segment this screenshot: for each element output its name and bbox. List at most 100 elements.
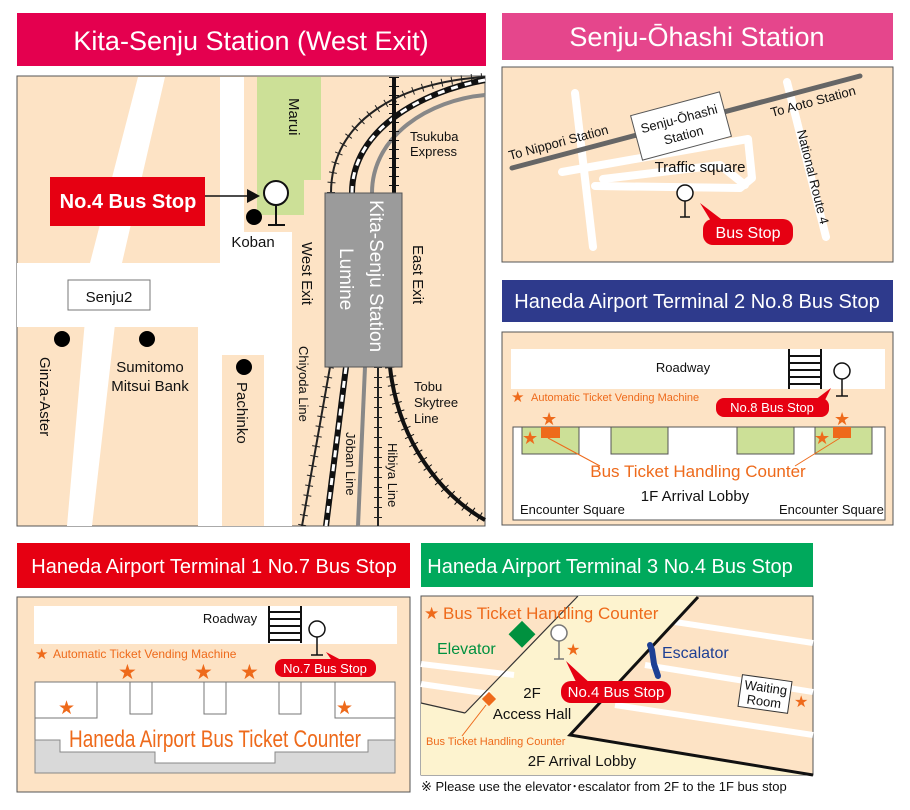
- no4-bus-stop-label: No.4 Bus Stop: [60, 191, 197, 213]
- access-hall-label-1: 2F: [523, 685, 541, 702]
- arrival-lobby-label: 2F Arrival Lobby: [528, 753, 637, 770]
- marui-label: Marui: [285, 98, 302, 136]
- counter-top-label: Bus Ticket Handling Counter: [443, 604, 659, 623]
- ginza-aster-label: Ginza-Aster: [36, 357, 53, 436]
- bus-stop-label: Bus Stop: [716, 225, 781, 242]
- hibiya-line-label: Hibiya Line: [385, 443, 400, 507]
- tobu-label-1: Tobu: [414, 379, 442, 394]
- bank-label-2: Mitsui Bank: [111, 378, 189, 395]
- bus-stop-icon: [550, 624, 568, 660]
- star-icon: ★: [118, 661, 137, 684]
- star-icon: ★: [794, 694, 808, 711]
- terminal3-title: Haneda Airport Terminal 3 No.4 Bus Stop: [427, 556, 792, 578]
- bank-label-1: Sumitomo: [116, 359, 184, 376]
- no4-bus-stop-label: No.4 Bus Stop: [568, 684, 665, 701]
- no4-bus-stop-callout: [50, 177, 205, 226]
- roadway-label: Roadway: [203, 611, 258, 626]
- star-icon: ★: [58, 698, 75, 719]
- star-icon: ★: [336, 698, 353, 719]
- terminal3-panel: Haneda Airport Terminal 3 No.4 Bus Stop …: [420, 543, 814, 794]
- senju2-label: Senju2: [86, 289, 133, 306]
- star-icon: ★: [834, 409, 850, 429]
- wall-line: [464, 595, 579, 714]
- bus-stop-icon: [263, 180, 289, 226]
- railways: [298, 73, 488, 527]
- tsukuba-label-2: Express: [410, 144, 457, 159]
- koban-marker-icon: [246, 209, 262, 225]
- no8-bus-stop-callout: [716, 398, 829, 417]
- tsukuba-label-1: Tsukuba: [410, 129, 459, 144]
- bus-stop-callout: [703, 219, 793, 245]
- west-exit-label: West Exit: [298, 242, 315, 306]
- star-icon: ★: [240, 661, 259, 684]
- counter-marker-icon: [481, 691, 497, 707]
- ginza-aster-marker-icon: [54, 331, 70, 347]
- star-icon: ★: [566, 642, 580, 659]
- roadway: [34, 606, 397, 644]
- waiting-room-label-2: Room: [746, 692, 782, 712]
- access-hall-label-2: Access Hall: [493, 706, 571, 723]
- senju-ohashi-panel: Senju-Ōhashi Station Senju-Ōhashi Statio…: [501, 13, 894, 263]
- terminal3-header: [421, 543, 813, 587]
- koban-label: Koban: [231, 234, 274, 251]
- kita-senju-title: Kita-Senju Station (West Exit): [73, 26, 428, 56]
- chiyoda-line-label: Chiyoda Line: [296, 346, 311, 422]
- counter-area: [34, 739, 396, 774]
- roadway-label: Roadway: [656, 360, 711, 375]
- encounter-square-right: Encounter Square: [779, 502, 884, 517]
- kita-senju-header: [17, 13, 486, 66]
- counter-marker: [833, 427, 851, 438]
- counter-small-label: Bus Ticket Handling Counter: [426, 736, 566, 748]
- bank-marker-icon: [139, 331, 155, 347]
- joban-line-label: Jōban Line: [343, 432, 358, 496]
- bus-stop-icon: [308, 620, 326, 656]
- star-icon: ★: [522, 428, 538, 448]
- leader-line: [794, 437, 841, 467]
- waiting-room-label-1: Waiting: [744, 677, 789, 698]
- floor-stripes: [420, 619, 814, 738]
- lumine-label: Lumine: [335, 248, 356, 310]
- escalator-icon: [647, 642, 661, 679]
- callout-pointer: [566, 661, 592, 686]
- lobby-label: 1F Arrival Lobby: [641, 488, 750, 505]
- waiting-room: Waiting Room: [737, 674, 793, 714]
- pachinko-block: [222, 355, 264, 526]
- star-icon: ★: [511, 389, 524, 406]
- vending-legend-label: Automatic Ticket Vending Machine: [53, 647, 237, 661]
- tobu-label-3: Line: [414, 411, 439, 426]
- traffic-square-label: Traffic square: [655, 159, 746, 176]
- bus-stop-icon: [833, 362, 851, 397]
- senju-ohashi-title: Senju-Ōhashi Station: [569, 22, 824, 52]
- east-exit-label: East Exit: [409, 245, 426, 305]
- star-icon: ★: [541, 409, 557, 429]
- terminal2-panel: Haneda Airport Terminal 2 No.8 Bus Stop …: [501, 280, 894, 526]
- vending-legend-label: Automatic Ticket Vending Machine: [531, 392, 699, 404]
- no8-bus-stop-label: No.8 Bus Stop: [730, 400, 814, 415]
- station-label: Kita-Senju Station: [365, 200, 386, 352]
- counter-label: Bus Ticket Handling Counter: [590, 462, 806, 481]
- kita-senju-panel: Kita-Senju Station (West Exit) Marui Kit…: [16, 13, 488, 527]
- no7-bus-stop-callout: [275, 659, 376, 677]
- no4-bus-stop-callout: [561, 681, 671, 703]
- arrow-icon: [247, 189, 260, 203]
- roadway: [511, 349, 885, 389]
- pachinko-marker-icon: [236, 359, 252, 375]
- tobu-label-2: Skytree: [414, 395, 458, 410]
- access-hall-area: [421, 596, 813, 775]
- building-sections: [34, 681, 396, 719]
- wall-line: [420, 702, 466, 714]
- senju-ohashi-header: [502, 13, 893, 60]
- leader-line: [461, 704, 487, 737]
- terminal2-title: Haneda Airport Terminal 2 No.8 Bus Stop: [514, 291, 879, 313]
- no7-bus-stop-label: No.7 Bus Stop: [283, 661, 367, 676]
- terminal2-header: [502, 280, 893, 322]
- footnote: ※ Please use the elevator･escalator from…: [421, 779, 787, 794]
- escalator-label: Escalator: [662, 645, 729, 662]
- wall-line: [567, 595, 814, 777]
- star-icon: ★: [194, 661, 213, 684]
- encounter-square-left: Encounter Square: [520, 502, 625, 517]
- counter-marker: [541, 427, 560, 438]
- crosswalk: [268, 606, 302, 643]
- elevator-label: Elevator: [437, 641, 496, 658]
